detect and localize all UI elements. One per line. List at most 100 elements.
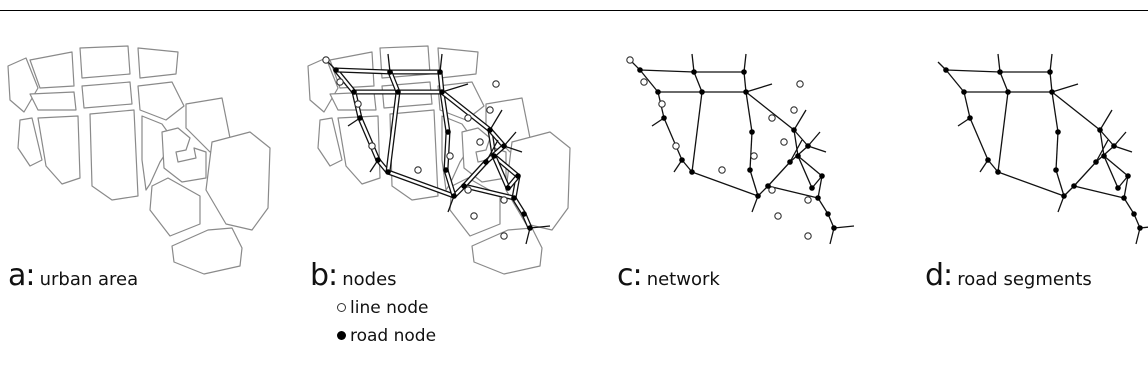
road-node bbox=[791, 127, 797, 133]
caption-text: network bbox=[646, 269, 720, 290]
road-stub bbox=[529, 225, 551, 229]
legend-road-node: road node bbox=[337, 326, 436, 346]
road-stub bbox=[485, 139, 499, 163]
city-block bbox=[17, 117, 43, 167]
road-fill bbox=[444, 168, 456, 198]
road-fill bbox=[512, 196, 526, 216]
city-block bbox=[171, 227, 243, 275]
top-rule bbox=[0, 10, 1148, 11]
line-node bbox=[774, 212, 782, 220]
road-segments-panel bbox=[937, 53, 1148, 245]
road-line bbox=[997, 171, 1065, 197]
road-node-marker bbox=[337, 331, 346, 340]
road-stub bbox=[751, 195, 759, 213]
road-stub bbox=[1139, 226, 1148, 229]
caption-text: road segments bbox=[957, 269, 1092, 290]
road-node bbox=[521, 211, 527, 217]
road-line bbox=[767, 185, 819, 199]
road-line bbox=[1055, 169, 1065, 197]
city-block bbox=[79, 45, 131, 79]
city-block bbox=[137, 47, 179, 79]
city-block bbox=[205, 131, 271, 231]
road-line bbox=[745, 91, 753, 133]
line-node bbox=[768, 114, 776, 122]
legend-label: road node bbox=[350, 326, 437, 346]
road-line bbox=[1099, 129, 1105, 157]
road-line bbox=[793, 129, 799, 157]
line-node bbox=[804, 232, 812, 240]
road-line bbox=[817, 175, 823, 199]
line-node bbox=[500, 196, 508, 204]
road-node bbox=[679, 157, 685, 163]
road-line bbox=[693, 71, 703, 93]
road-stub bbox=[439, 53, 443, 73]
road-node bbox=[815, 195, 821, 201]
line-node bbox=[354, 100, 362, 108]
road-stub bbox=[441, 83, 469, 93]
road-stub bbox=[1049, 53, 1053, 73]
line-node bbox=[322, 56, 330, 64]
road-node bbox=[1131, 211, 1137, 217]
road-line bbox=[997, 91, 1009, 173]
city-block bbox=[137, 81, 185, 121]
road-line bbox=[1123, 197, 1135, 215]
road-node bbox=[395, 89, 401, 95]
caption-letter: c: bbox=[617, 258, 643, 293]
road-node bbox=[747, 167, 753, 173]
road-node bbox=[1071, 183, 1077, 189]
road-fill bbox=[492, 154, 510, 190]
road-fill bbox=[462, 184, 516, 200]
caption-b: b: nodes bbox=[310, 258, 397, 293]
line-node bbox=[804, 196, 812, 204]
caption-letter: a: bbox=[8, 258, 35, 293]
city-block bbox=[29, 51, 75, 89]
road-node bbox=[749, 129, 755, 135]
road-node bbox=[333, 67, 339, 73]
line-node bbox=[790, 106, 798, 114]
road-node bbox=[1115, 185, 1121, 191]
road-node bbox=[451, 193, 457, 199]
line-node bbox=[368, 142, 376, 150]
road-node bbox=[809, 185, 815, 191]
road-node bbox=[795, 153, 801, 159]
road-stub bbox=[387, 53, 391, 73]
city-block bbox=[471, 227, 543, 275]
road-line bbox=[1103, 155, 1119, 189]
road-stub bbox=[743, 53, 747, 73]
road-node bbox=[1101, 153, 1107, 159]
road-node bbox=[805, 143, 811, 149]
road-node bbox=[357, 115, 363, 121]
road-node bbox=[1093, 159, 1099, 165]
road-stub bbox=[447, 195, 455, 213]
road-node bbox=[1097, 127, 1103, 133]
road-node bbox=[819, 173, 825, 179]
road-node bbox=[501, 143, 507, 149]
road-fill bbox=[386, 90, 400, 174]
road-line bbox=[1073, 161, 1097, 187]
line-node bbox=[414, 166, 422, 174]
road-stub bbox=[1113, 145, 1133, 153]
road-node bbox=[985, 157, 991, 163]
road-node bbox=[527, 225, 533, 231]
road-line bbox=[817, 197, 829, 215]
road-node bbox=[1053, 167, 1059, 173]
line-node bbox=[446, 152, 454, 160]
road-node bbox=[443, 167, 449, 173]
urban-area-panel bbox=[7, 45, 271, 275]
road-stub bbox=[997, 53, 1001, 73]
road-node bbox=[387, 69, 393, 75]
road-stub bbox=[807, 145, 827, 153]
road-node bbox=[699, 89, 705, 95]
road-node bbox=[491, 153, 497, 159]
road-line bbox=[749, 131, 753, 171]
road-node bbox=[765, 183, 771, 189]
road-node bbox=[385, 169, 391, 175]
caption-d: d: road segments bbox=[925, 258, 1092, 293]
city-block bbox=[89, 109, 139, 201]
road-node bbox=[1125, 173, 1131, 179]
road-node bbox=[967, 115, 973, 121]
caption-text: urban area bbox=[39, 269, 139, 290]
road-stub bbox=[1099, 109, 1113, 131]
road-node bbox=[787, 159, 793, 165]
caption-text: nodes bbox=[342, 269, 397, 290]
